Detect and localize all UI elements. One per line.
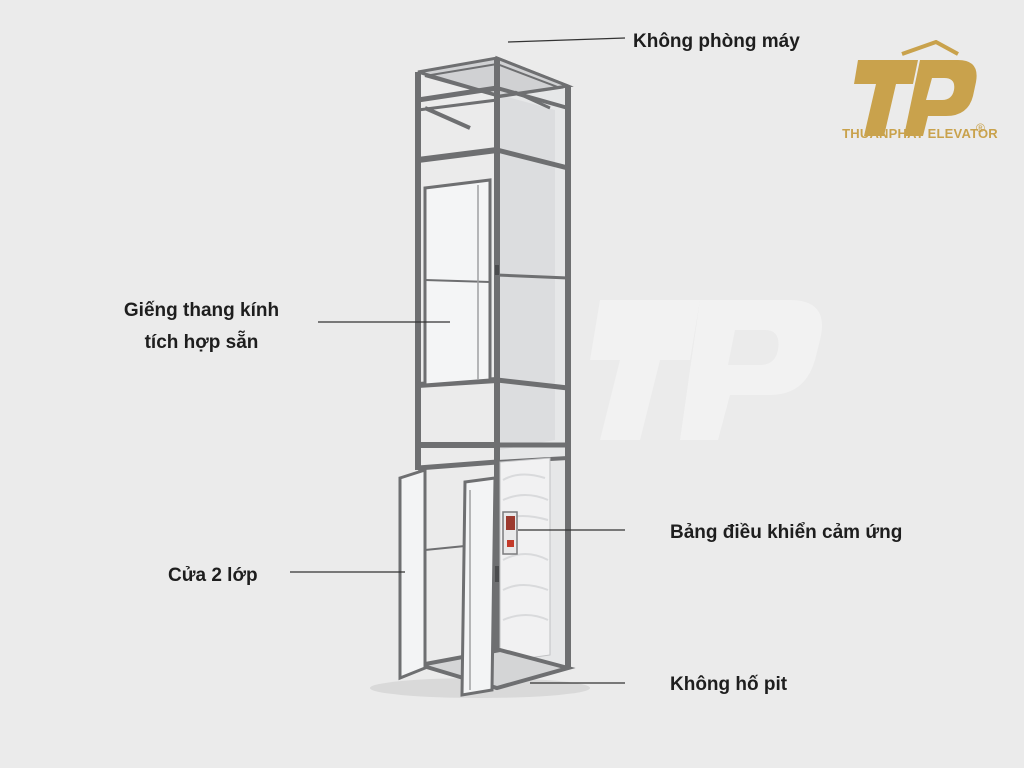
callout-machine-room: Không phòng máy bbox=[633, 31, 800, 52]
watermark-logo bbox=[590, 300, 822, 440]
callout-pit: Không hố pit bbox=[670, 674, 788, 695]
double-door bbox=[398, 467, 499, 697]
callout-control-panel: Bảng điều khiển cảm ứng bbox=[670, 522, 903, 543]
leader-lines bbox=[290, 37, 626, 684]
brand-name: THUANPHAT ELEVATOR bbox=[842, 126, 998, 141]
callout-glass-shaft: Giếng thang kính tích hợp sẵn bbox=[104, 295, 299, 359]
leader-machine-room bbox=[507, 37, 626, 43]
callout-glass-shaft-line1: Giếng thang kính bbox=[123, 300, 280, 321]
registered-mark: ® bbox=[976, 121, 985, 135]
callout-door: Cửa 2 lớp bbox=[168, 565, 258, 586]
touch-control-panel bbox=[502, 511, 518, 555]
brand-logo: ® bbox=[854, 40, 985, 136]
callout-glass-shaft-line2: tích hợp sẵn bbox=[144, 332, 259, 353]
